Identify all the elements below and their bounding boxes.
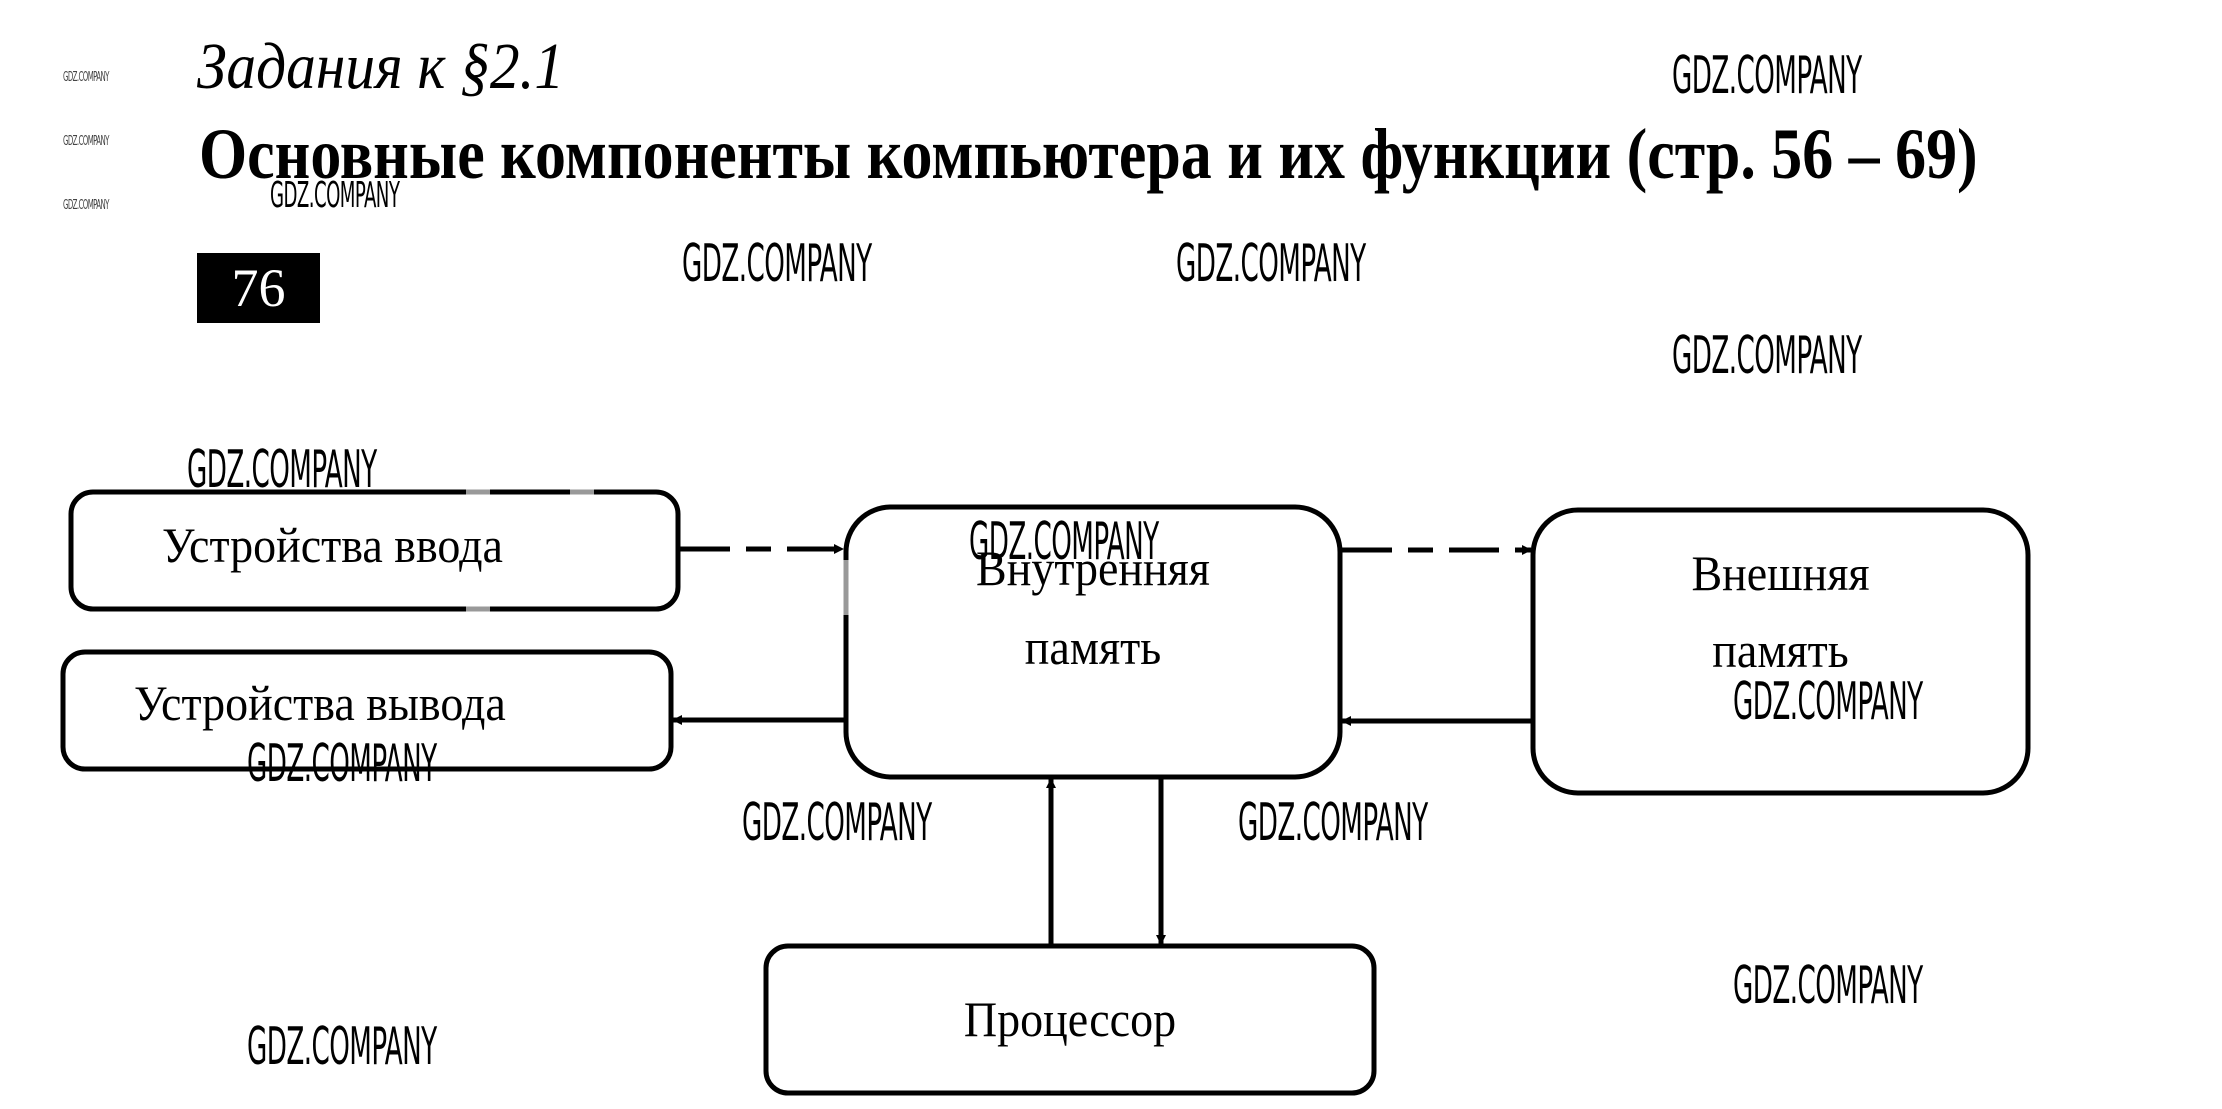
processor-label: Процессор: [963, 991, 1177, 1047]
internal-memory-label-line1: Внутренняя: [976, 540, 1210, 596]
watermark: GDZ.COMPANY: [187, 440, 377, 500]
input-devices-box: [68, 489, 681, 612]
watermark: GDZ.COMPANY: [63, 198, 109, 213]
watermark: GDZ.COMPANY: [247, 1017, 437, 1077]
watermark: GDZ.COMPANY: [270, 175, 400, 216]
output-devices-label: Устройства вывода: [134, 675, 506, 731]
output-devices-box: [60, 649, 674, 772]
external-memory-box: [1530, 507, 2031, 796]
external-memory-label-line2: память: [1712, 622, 1849, 678]
watermark: GDZ.COMPANY: [682, 234, 872, 294]
input-devices-label: Устройства ввода: [162, 517, 503, 573]
task-number-badge: 76: [197, 253, 320, 323]
watermark: GDZ.COMPANY: [742, 793, 932, 853]
section-title: Задания к §2.1: [197, 30, 565, 103]
watermark: GDZ.COMPANY: [1238, 793, 1428, 853]
watermark: GDZ.COMPANY: [63, 134, 109, 149]
internal-memory-box: [843, 504, 1343, 780]
watermark: GDZ.COMPANY: [1176, 234, 1366, 294]
external-memory-label-line1: Внешняя: [1691, 545, 1870, 601]
internal-memory-label-line2: память: [1024, 619, 1162, 675]
watermark: GDZ.COMPANY: [1733, 956, 1923, 1016]
watermark: GDZ.COMPANY: [247, 734, 437, 794]
watermark: GDZ.COMPANY: [969, 512, 1159, 572]
processor-box: [763, 943, 1377, 1096]
watermark: GDZ.COMPANY: [63, 70, 109, 85]
watermark: GDZ.COMPANY: [1672, 326, 1862, 386]
page-heading: Основные компоненты компьютера и их функ…: [199, 114, 1978, 194]
watermark: GDZ.COMPANY: [1672, 46, 1862, 106]
watermark: GDZ.COMPANY: [1733, 672, 1923, 732]
